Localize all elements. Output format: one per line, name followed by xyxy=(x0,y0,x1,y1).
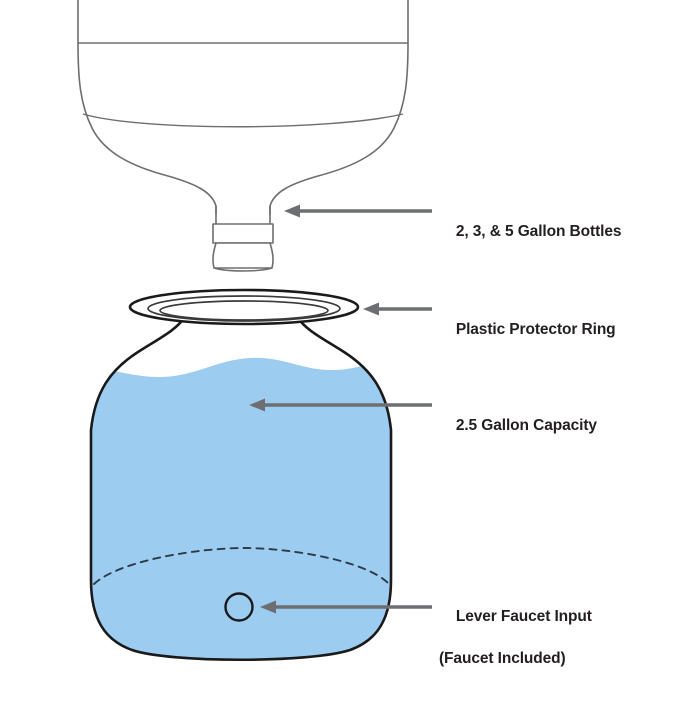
protector-ring-inner-ellipse xyxy=(159,300,329,321)
callout-arrows-group xyxy=(249,204,432,614)
callout-label-capacity: 2.5 Gallon Capacity xyxy=(439,394,597,457)
callout-label-protector-ring: Plastic Protector Ring xyxy=(439,298,616,361)
callout-label-faucet-input-line2: (Faucet Included) xyxy=(439,650,566,667)
faucet-input-hole xyxy=(224,592,254,622)
top-bottle-cap-collar xyxy=(212,223,274,244)
callout-label-bottles-text: 2, 3, & 5 Gallon Bottles xyxy=(455,223,622,240)
callout-label-capacity-text: 2.5 Gallon Capacity xyxy=(455,417,597,434)
callout-arrow-faucet-input xyxy=(260,600,432,614)
dispenser-jar-group xyxy=(89,288,393,662)
callout-arrow-bottles xyxy=(284,204,432,218)
callout-label-faucet-input-line1: Lever Faucet Input xyxy=(455,608,592,625)
callout-label-bottles: 2, 3, & 5 Gallon Bottles xyxy=(439,200,622,263)
jar-body-outline xyxy=(89,316,393,662)
protector-ring-middle-ellipse xyxy=(147,295,341,322)
top-bottle-body-outline xyxy=(77,0,409,215)
top-bottle-neck-outline xyxy=(215,206,271,224)
callout-label-protector-ring-text: Plastic Protector Ring xyxy=(455,321,616,338)
top-bottle-base-ellipse-line xyxy=(82,113,404,128)
top-bottle-cap-bottom-arc xyxy=(213,267,273,272)
callout-label-faucet-input: Lever Faucet Input (Faucet Included) xyxy=(439,585,592,711)
top-bottle-cap-skirt xyxy=(212,242,274,269)
jar-base-dashed-ellipse xyxy=(93,547,390,585)
callout-arrow-protector-ring xyxy=(363,302,432,316)
top-bottle-group xyxy=(77,0,409,272)
plastic-protector-ring xyxy=(128,288,360,326)
callout-arrow-capacity xyxy=(249,398,432,412)
